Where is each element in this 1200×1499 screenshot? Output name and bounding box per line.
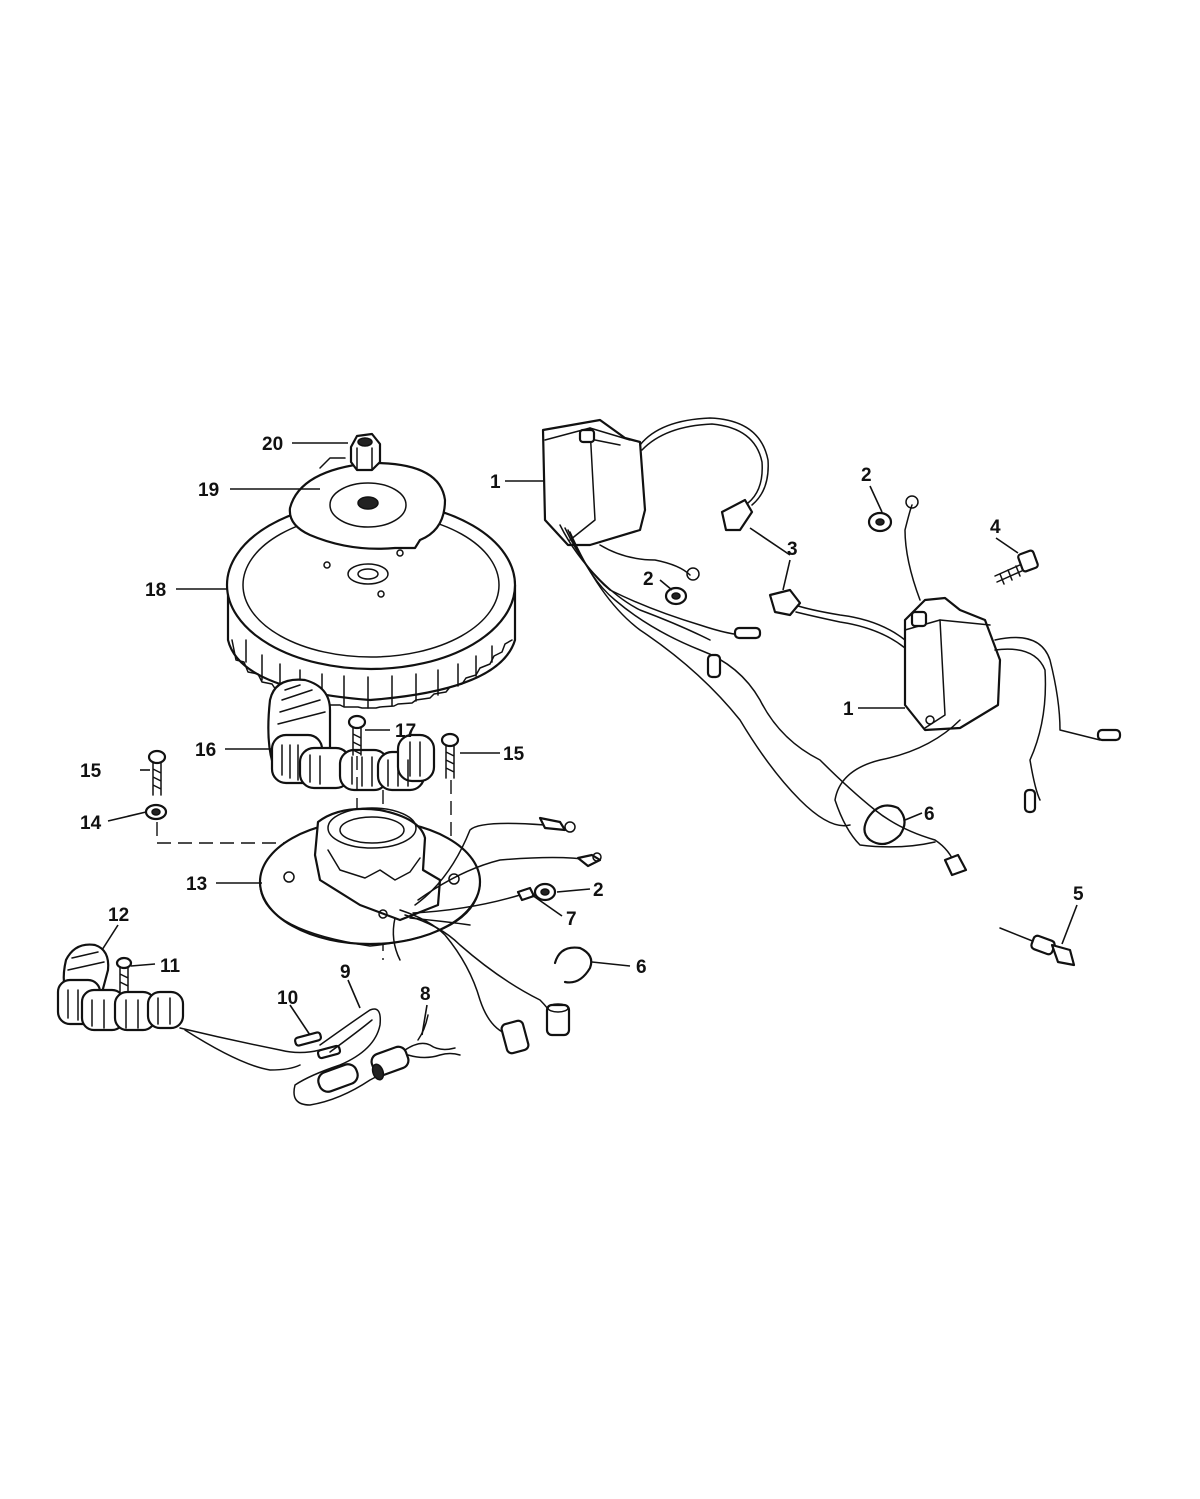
callout-6-lower: 6 — [636, 957, 647, 978]
bolt-4 — [994, 549, 1039, 585]
callout-19: 19 — [198, 480, 219, 501]
flywheel-nut — [349, 432, 382, 472]
washer-2-middle — [664, 586, 688, 606]
ignition-coil-lower — [768, 495, 1122, 848]
callout-13: 13 — [186, 874, 207, 895]
callout-15-right: 15 — [503, 744, 525, 765]
callout-15-left: 15 — [80, 761, 102, 782]
wire-harness-9 — [293, 1008, 396, 1106]
screw-15-left — [147, 749, 167, 796]
sender-5 — [999, 927, 1076, 967]
callout-7: 7 — [566, 909, 577, 930]
callout-11: 11 — [160, 956, 181, 977]
callout-9: 9 — [340, 962, 351, 983]
stator-plate — [258, 807, 591, 1036]
callout-10: 10 — [277, 988, 298, 1009]
screw-15-right — [440, 732, 460, 779]
ignition-coil-upper — [541, 417, 968, 877]
callout-2-lower: 2 — [593, 880, 604, 901]
capacitor-8 — [370, 1014, 461, 1081]
stator-connectors — [500, 816, 602, 1055]
callout-labels: 20 19 18 1 1 2 2 2 3 4 5 6 6 7 8 9 10 11… — [80, 434, 1084, 1009]
callout-20: 20 — [262, 434, 283, 455]
screw-17 — [347, 714, 367, 756]
flywheel — [225, 499, 517, 709]
callout-16: 16 — [195, 740, 216, 761]
callout-5: 5 — [1073, 884, 1084, 905]
callout-17: 17 — [395, 721, 416, 742]
clip-6-lower — [553, 946, 593, 984]
flywheel-plate — [288, 457, 447, 550]
callout-8: 8 — [420, 984, 431, 1005]
callout-1-upper: 1 — [490, 472, 501, 493]
callout-12: 12 — [108, 905, 129, 926]
callout-1-lower: 1 — [843, 699, 854, 720]
clip-6-upper — [863, 804, 906, 846]
callout-18: 18 — [145, 580, 166, 601]
washer-2-upper — [867, 511, 893, 533]
leader-lines — [101, 442, 1078, 1036]
callout-3: 3 — [787, 539, 798, 560]
washer-2-lower — [533, 882, 557, 902]
washer-14 — [144, 803, 168, 821]
callout-2-upper: 2 — [861, 465, 872, 486]
callout-2-middle: 2 — [643, 569, 654, 590]
callout-6-upper: 6 — [924, 804, 935, 825]
callout-14: 14 — [80, 813, 102, 834]
callout-4: 4 — [990, 517, 1001, 538]
lower-coil — [56, 943, 321, 1071]
stator-coil-upper — [267, 678, 436, 792]
